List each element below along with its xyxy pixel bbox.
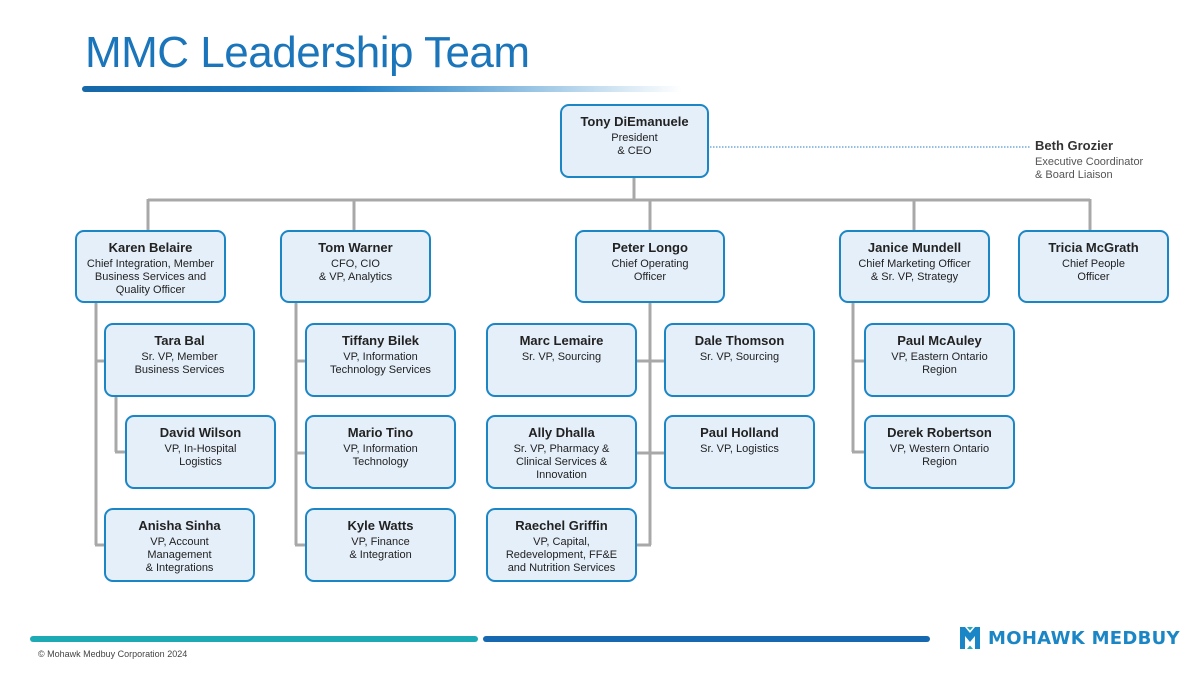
- person-title: Sr. VP, Logistics: [700, 443, 779, 455]
- person-name: Paul McAuley: [897, 333, 982, 348]
- side-assistant: Beth Grozier Executive Coordinator& Boar…: [1035, 138, 1143, 182]
- person-title: President& CEO: [611, 132, 658, 157]
- person-name: Anisha Sinha: [138, 518, 221, 533]
- person-name: Mario Tino: [347, 425, 414, 440]
- org-box-report: Kyle Watts VP, Finance& Integration: [305, 508, 456, 582]
- person-name: Marc Lemaire: [519, 333, 604, 348]
- person-title: Sr. VP, Pharmacy &Clinical Services &Inn…: [513, 443, 610, 481]
- logo-wordmark: MOHAWK MEDBUY: [988, 627, 1180, 649]
- footer-bar-teal: [30, 636, 478, 642]
- person-name: Tiffany Bilek: [341, 333, 420, 348]
- person-name: Tom Warner: [318, 240, 393, 255]
- person-name: Janice Mundell: [867, 240, 962, 255]
- person-title: Chief Marketing Officer& Sr. VP, Strateg…: [858, 258, 971, 283]
- title-underline: [82, 86, 682, 92]
- org-box-report: Marc Lemaire Sr. VP, Sourcing: [486, 323, 637, 397]
- person-title: Sr. VP, Sourcing: [521, 351, 602, 363]
- org-box-report: Paul Holland Sr. VP, Logistics: [664, 415, 815, 489]
- person-title: Executive Coordinator& Board Liaison: [1035, 156, 1144, 181]
- person-title: Sr. VP, Sourcing: [699, 351, 780, 363]
- person-name: Ally Dhalla: [528, 425, 595, 440]
- person-name: Tara Bal: [154, 333, 205, 348]
- person-name: Tony DiEmanuele: [580, 114, 689, 129]
- org-box-report: Dale Thomson Sr. VP, Sourcing: [664, 323, 815, 397]
- person-name: Beth Grozier: [1035, 138, 1114, 153]
- footer-bar-blue: [483, 636, 930, 642]
- page-title: MMC Leadership Team: [85, 28, 530, 77]
- person-name: Tricia McGrath: [1048, 240, 1139, 255]
- person-name: Peter Longo: [612, 240, 688, 255]
- person-name: Karen Belaire: [108, 240, 193, 255]
- org-box-exec: Tom Warner CFO, CIO& VP, Analytics: [280, 230, 431, 303]
- person-name: Dale Thomson: [694, 333, 785, 348]
- person-title: VP, Finance& Integration: [349, 536, 412, 561]
- person-name: Raechel Griffin: [515, 518, 608, 533]
- person-name: David Wilson: [159, 425, 242, 440]
- org-box-exec: Janice Mundell Chief Marketing Officer& …: [839, 230, 990, 303]
- company-logo: MOHAWK MEDBUY: [958, 625, 1180, 651]
- org-box-report: Ally Dhalla Sr. VP, Pharmacy &Clinical S…: [486, 415, 637, 489]
- mm-logo-icon: [960, 627, 980, 649]
- person-title: CFO, CIO& VP, Analytics: [318, 258, 393, 283]
- org-box-ceo: Tony DiEmanuele President& CEO: [560, 104, 709, 178]
- org-box-report: Raechel Griffin VP, Capital,Redevelopmen…: [486, 508, 637, 582]
- person-name: Kyle Watts: [347, 518, 414, 533]
- person-name: Derek Robertson: [887, 425, 992, 440]
- person-name: Paul Holland: [700, 425, 779, 440]
- copyright-text: © Mohawk Medbuy Corporation 2024: [38, 649, 188, 659]
